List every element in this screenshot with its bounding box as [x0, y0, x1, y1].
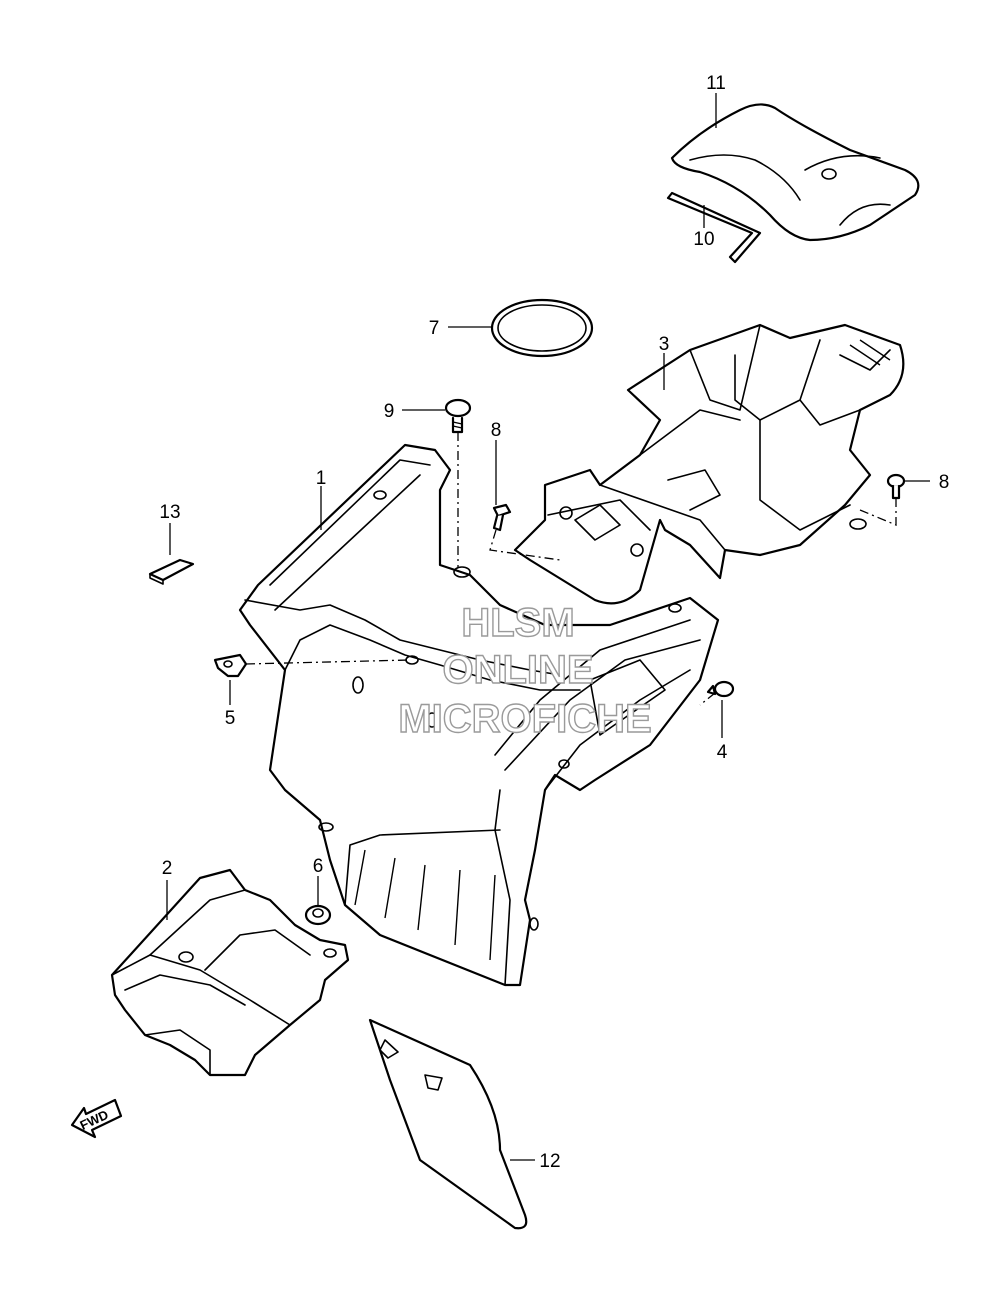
callout-numbers: 1 2 3 4 5 6 7 8 8 9 10 11 12 13 — [159, 73, 949, 1172]
callout-12: 12 — [539, 1151, 560, 1172]
callout-4: 4 — [717, 742, 728, 763]
fwd-direction-marker: FWD — [70, 1098, 123, 1139]
callout-11: 11 — [706, 73, 726, 94]
part-1-rear-fender — [238, 443, 720, 987]
part-8-screw-left — [492, 503, 512, 532]
callout-9: 9 — [384, 401, 395, 422]
watermark-line-1: HLSM — [461, 601, 574, 645]
part-7-band — [490, 298, 594, 358]
callout-6: 6 — [313, 856, 324, 877]
callout-8-right: 8 — [939, 472, 950, 493]
part-8-screw-right — [886, 473, 906, 500]
callout-1: 1 — [316, 468, 327, 489]
part-3-bracket — [513, 323, 905, 605]
callout-8-top: 8 — [491, 420, 502, 441]
part-10-hex-key — [666, 191, 762, 264]
part-9-bolt — [444, 398, 472, 434]
callout-10: 10 — [693, 229, 714, 250]
watermark-line-3: MICROFICHE — [398, 697, 651, 741]
callout-7: 7 — [429, 318, 440, 339]
part-13-pad — [148, 558, 195, 585]
watermark-line-2: ONLINE — [442, 648, 593, 692]
callout-5: 5 — [225, 708, 236, 729]
part-5-clip — [213, 653, 248, 678]
watermark: HLSM ONLINE MICROFICHE — [398, 600, 653, 741]
part-2-cover — [110, 868, 350, 1077]
callout-2: 2 — [162, 858, 173, 879]
part-4-screw — [706, 680, 735, 698]
leader-lines — [166, 93, 930, 1161]
callout-13: 13 — [159, 502, 180, 523]
part-6-grommet — [304, 904, 332, 926]
part-11-cover — [670, 103, 920, 242]
part-12-plate — [368, 1018, 528, 1230]
callout-3: 3 — [659, 334, 670, 355]
